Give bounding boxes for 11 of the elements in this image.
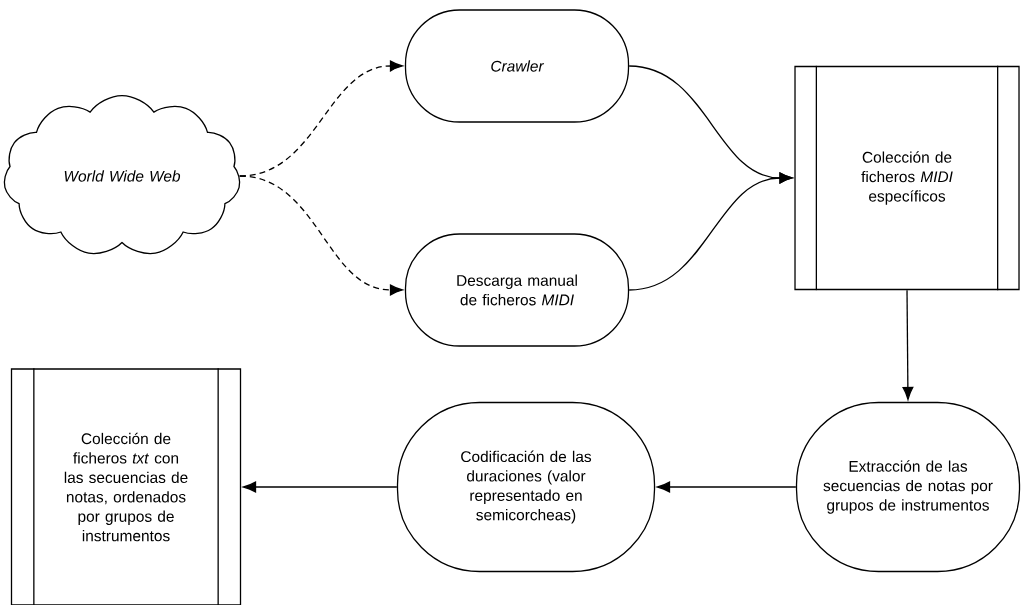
arrow	[657, 481, 797, 493]
arrow	[902, 289, 914, 400]
process-terminal: Descarga manual de ficheros MIDI	[404, 233, 630, 347]
arrow	[239, 175, 403, 296]
predefined-process-box: Colección de ficheros MIDI específicos	[794, 65, 1020, 291]
arrow	[628, 172, 793, 291]
process-terminal: Codificación de las duraciones (valor representado en semicorcheas)	[396, 401, 656, 573]
arrow	[243, 481, 398, 493]
process-terminal: Crawler	[404, 9, 630, 123]
process-terminal: Extracción de las secuencias de notas por grupos de instrumentos	[795, 401, 1021, 573]
predefined-process-box: Colección de ficheros txt con las secuencias de notas, ordenados por grupos de instrumentos	[10, 367, 242, 605]
